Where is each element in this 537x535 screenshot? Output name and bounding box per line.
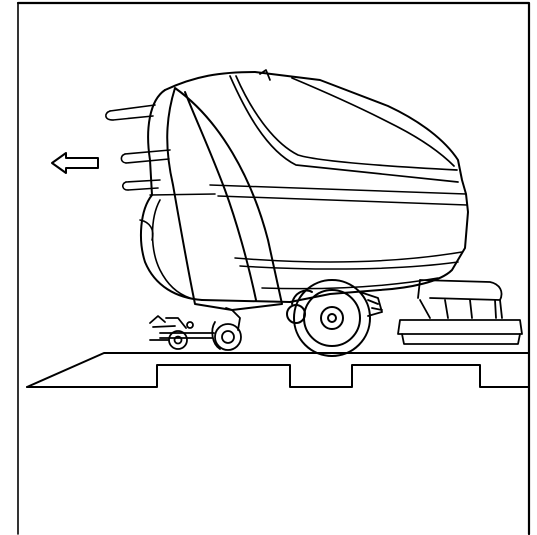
scrub-deck [359, 279, 523, 345]
hood-detail [229, 69, 459, 183]
figure-frame [16, 1, 531, 535]
front-panel [166, 87, 283, 311]
handle-bars [105, 104, 171, 191]
rear-wheel [286, 279, 371, 357]
machine-housing [140, 71, 469, 303]
body-panels [149, 184, 468, 290]
caster-wheel [149, 307, 242, 351]
rear-tank [139, 199, 191, 299]
pallet [26, 352, 530, 388]
floor-scrubber [105, 69, 523, 357]
arrow-left-icon [51, 152, 99, 174]
